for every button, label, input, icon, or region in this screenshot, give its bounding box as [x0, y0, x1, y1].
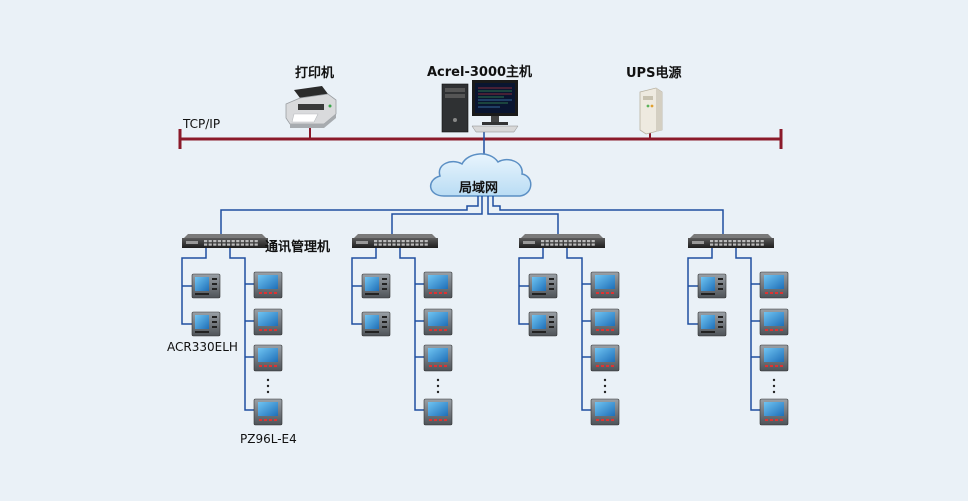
- switch-icon: [688, 234, 774, 248]
- rs485-wires: [181, 248, 254, 411]
- device-group: [687, 234, 789, 426]
- meter-icon: [590, 344, 620, 372]
- meter-icon: [697, 273, 727, 299]
- lan-label: 局域网: [459, 181, 499, 196]
- meter-icon: [590, 308, 620, 336]
- meter-icon: [697, 311, 727, 337]
- cloud-icon: [430, 153, 532, 197]
- switch-icon: [352, 234, 438, 248]
- meter-icon: [191, 311, 221, 337]
- lan-trunks: [220, 196, 724, 234]
- meter-icon: [423, 344, 453, 372]
- meter-icon: [759, 271, 789, 299]
- meter-icon: [590, 271, 620, 299]
- meter-icon: [759, 344, 789, 372]
- printer-icon: [285, 86, 337, 128]
- tcpip-label: TCP/IP: [183, 117, 221, 131]
- ellipsis-icon: [266, 378, 270, 394]
- meter-icon: [528, 311, 558, 337]
- rs485-wires: [687, 248, 760, 411]
- meter-icon: [253, 344, 283, 372]
- device-group: [518, 234, 620, 426]
- meter-icon: [253, 308, 283, 336]
- meter-icon: [361, 273, 391, 299]
- meter-icon: [759, 308, 789, 336]
- device-group: [181, 234, 283, 426]
- switch-icon: [182, 234, 268, 248]
- host-label: Acrel-3000主机: [427, 65, 533, 80]
- meter-icon: [361, 311, 391, 337]
- meter-icon: [423, 308, 453, 336]
- switch-icon: [519, 234, 605, 248]
- printer-label: 打印机: [295, 66, 335, 81]
- host-computer-icon: [441, 80, 519, 133]
- ups-icon: [639, 87, 663, 135]
- meter-icon: [528, 273, 558, 299]
- meter-icon: [759, 398, 789, 426]
- acr-device-label: ACR330ELH: [167, 340, 238, 354]
- meter-icon: [423, 271, 453, 299]
- rs485-wires: [518, 248, 591, 411]
- meter-icon: [590, 398, 620, 426]
- ellipsis-icon: [436, 378, 440, 394]
- meter-icon: [253, 398, 283, 426]
- meter-icon: [253, 271, 283, 299]
- gateway-label: 通讯管理机: [265, 240, 331, 255]
- pz-device-label: PZ96L-E4: [240, 432, 297, 446]
- rs485-wires: [351, 248, 424, 411]
- device-group: [351, 234, 453, 426]
- ellipsis-icon: [772, 378, 776, 394]
- meter-icon: [423, 398, 453, 426]
- tcpip-bus: [178, 125, 783, 165]
- meter-icon: [191, 273, 221, 299]
- ellipsis-icon: [603, 378, 607, 394]
- ups-label: UPS电源: [626, 66, 682, 81]
